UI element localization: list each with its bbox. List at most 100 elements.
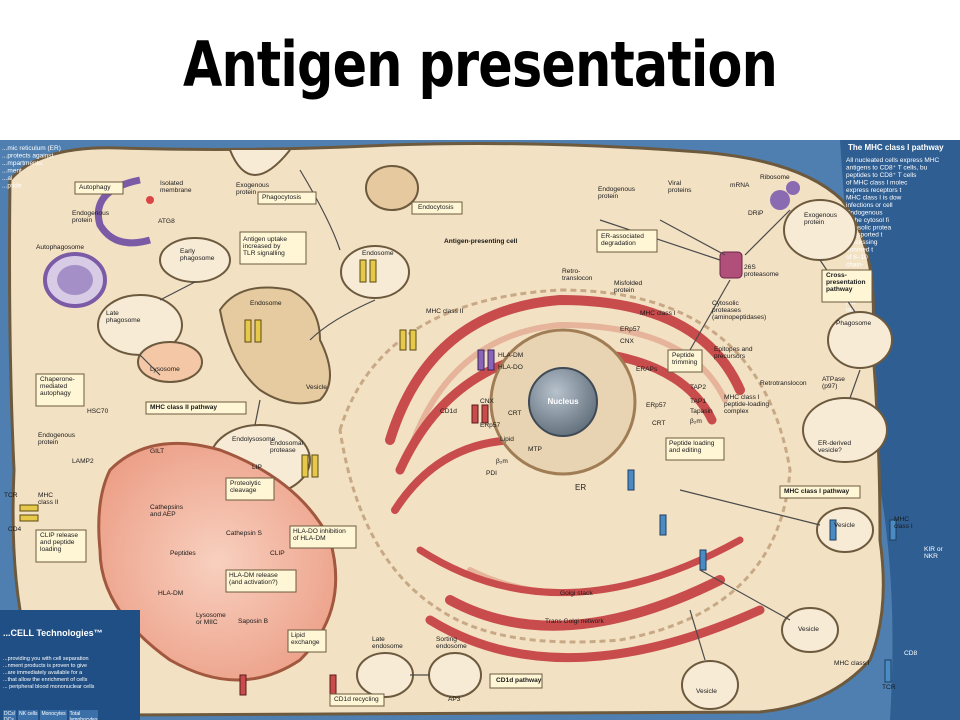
ad-cell-lymph: Total lymphocytes (68, 710, 99, 720)
label-retrotranslocon-a: Retro- translocon (562, 268, 593, 283)
label-lip: LIP (252, 464, 262, 471)
label-vesicle-b: Vesicle (834, 522, 855, 529)
label-drip: DRiP (748, 210, 764, 217)
label-clip: CLIP (270, 550, 285, 557)
label-plc: MHC class I peptide-loading complex (724, 394, 770, 416)
vesicle-right-2 (781, 607, 839, 653)
label-cnx-a: CNX (480, 398, 494, 405)
ribosome-icon (770, 190, 790, 210)
ad-cell-mono: Monocytes (40, 710, 67, 720)
label-b2m-b: β₂m (690, 418, 702, 425)
label-late-phagosome: Late phagosome (106, 310, 141, 325)
ad-text: ...providing you with cell separation ..… (3, 655, 95, 690)
label-hla-dm-a: HLA-DM (158, 590, 184, 597)
label-mhc1-pathway: MHC class I pathway (784, 488, 850, 495)
label-erp57-b: ERp57 (620, 326, 641, 333)
label-chaperone: Chaperone- mediated autophagy (40, 376, 75, 398)
label-tcr-a: TCR (4, 492, 18, 499)
label-cytosolic-proteases: Cytosolic proteases (aminopeptidases) (712, 300, 767, 322)
label-cross-presentation: Cross- presentation pathway (826, 272, 866, 294)
label-atpase: ATPase (p97) (822, 376, 845, 391)
label-ap3: AP3 (448, 696, 461, 703)
mhc-molecules (19, 259, 897, 696)
label-proteolytic: Proteolytic cleavage (230, 480, 261, 495)
label-lysosome-miic: Lysosome or MIIC (196, 612, 226, 627)
label-hsc70: HSC70 (87, 408, 109, 415)
label-erp57-a: ERp57 (480, 422, 501, 429)
label-endogenous-protein-b: Endogenous protein (38, 432, 76, 447)
golgi-stack (338, 288, 792, 644)
label-peptide-trimming: Peptide trimming (672, 352, 698, 367)
ad-title: ...CELL Technologies™ (3, 628, 103, 639)
label-retrotranslocon-b: Retrotranslocon (760, 380, 807, 387)
label-mhc-class-ii-b: MHC class II (426, 308, 464, 315)
label-tcr-b: TCR (882, 684, 896, 691)
label-mrna: mRNA (730, 182, 750, 189)
label-late-endosome: Late endosome (372, 636, 403, 651)
label-endosome-b: Endosome (250, 300, 282, 307)
label-tapasin: Tapasin (690, 408, 713, 415)
label-cnx-b: CNX (620, 338, 634, 345)
label-crt-a: CRT (508, 410, 522, 417)
antigen-presentation-diagram: The MHC class I pathway All nucleated ce… (0, 140, 960, 720)
label-clip-release: CLIP release and peptide loading (40, 532, 78, 554)
label-phagocytosis: Phagocytosis (262, 194, 302, 201)
endoplasmic-reticulum (385, 294, 765, 663)
label-mhc2-pathway: MHC class II pathway (150, 404, 218, 411)
pathway-arrows (139, 169, 861, 676)
label-b2m-a: β₂m (496, 458, 508, 465)
label-mhc-class-ii-a: MHC class II (38, 492, 59, 507)
label-endogenous-protein-c: Endogenous protein (598, 186, 636, 201)
label-mtp: MTP (528, 446, 542, 453)
label-viral-proteins: Viral proteins (668, 180, 692, 195)
label-erap: ERAPs (636, 366, 658, 373)
label-lamp2: LAMP2 (72, 458, 94, 465)
label-exogenous-protein-a: Exogenous protein (236, 182, 269, 197)
nucleus (528, 367, 598, 437)
label-exogenous-protein-b: Exogenous protein (804, 212, 837, 227)
label-boxes (35, 181, 873, 707)
label-crt-b: CRT (652, 420, 666, 427)
label-cd4: CD4 (8, 526, 22, 533)
label-atg8: ATG8 (158, 218, 175, 225)
label-lysosome: Lysosome (150, 366, 180, 373)
label-gilt: GILT (150, 448, 165, 455)
label-golgi: Golgi stack (560, 590, 593, 597)
label-saposin: Saposin B (238, 618, 269, 625)
label-tap1: TAP1 (690, 398, 707, 405)
label-phagosome: Phagosome (836, 320, 872, 327)
label-isolated-membrane: Isolated membrane (160, 180, 192, 195)
label-vesicle-a: Vesicle (306, 384, 327, 391)
label-kir: KIR or NKR (924, 546, 943, 561)
label-cd1d: CD1d (440, 408, 457, 415)
vesicle-bottom (681, 660, 739, 710)
label-hla-do: HLA-DO (498, 364, 523, 371)
lysosome-miic (97, 441, 338, 682)
label-antigen-uptake: Antigen uptake increased by TLR signalli… (243, 236, 287, 258)
ad-cell-nk: NK cells (18, 710, 39, 720)
er-derived-vesicle (802, 397, 888, 463)
label-pdi: PDI (486, 470, 497, 477)
label-sorting-endosome: Sorting endosome (436, 636, 467, 651)
page-title: Antigen presentation (183, 28, 778, 101)
label-vesicle-c: Vesicle (798, 626, 819, 633)
label-erp57-c: ERp57 (646, 402, 667, 409)
label-epitopes: Epitopes and precursors (714, 346, 753, 361)
label-apc: Antigen-presenting cell (444, 238, 518, 245)
er-text: ...mic reticulum (ER)...protects against… (2, 145, 61, 189)
label-mhc-class-i-b: MHC class I (894, 516, 913, 531)
label-proteasome: 26S proteasome (744, 264, 779, 279)
label-endogenous-protein-a: Endogenous protein (72, 210, 110, 225)
label-cd1d-pathway: CD1d pathway (496, 677, 542, 684)
proteasome-icon (719, 251, 743, 279)
label-early-phagosome: Early phagosome (180, 248, 215, 263)
label-er-degradation: ER-associated degradation (601, 233, 644, 248)
label-autophagosome: Autophagosome (36, 244, 85, 251)
label-lipid: Lipid (500, 436, 514, 443)
lysosome-small (137, 341, 203, 383)
label-ribosome: Ribosome (760, 174, 790, 181)
label-cathepsin-s: Cathepsin S (226, 530, 262, 537)
label-cd1d-recycling: CD1d recycling (334, 696, 379, 703)
phagosome-right (827, 311, 893, 369)
label-peptides: Peptides (170, 550, 196, 557)
